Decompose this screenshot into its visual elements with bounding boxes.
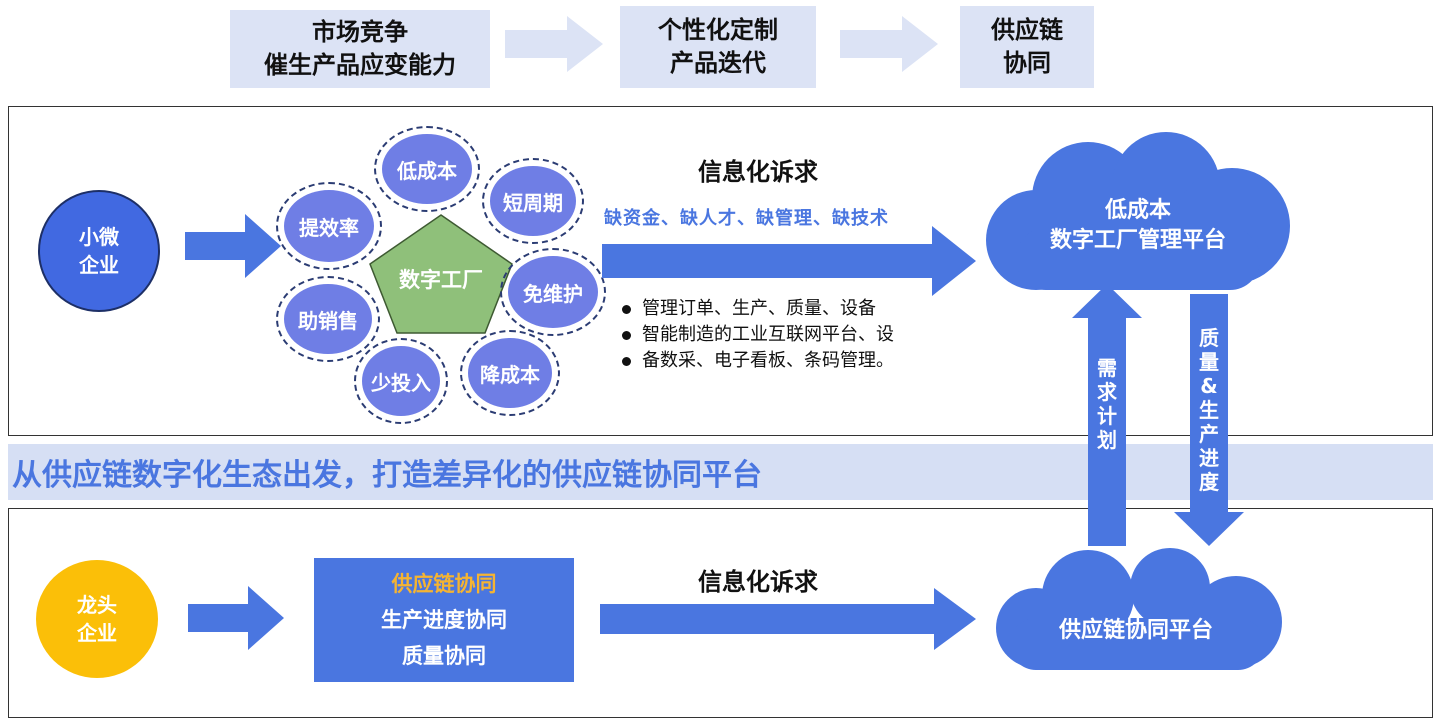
demand-plan-up-arrow <box>1072 284 1142 546</box>
lower-cloud <box>996 548 1282 670</box>
petal-reduce-cost-label: 降成本 <box>468 338 552 408</box>
leader-enterprise-arrow <box>188 586 284 650</box>
supply-chain-box-title: 供应链协同 <box>391 572 497 596</box>
petal-maintenance-free-label: 免维护 <box>508 256 598 328</box>
top-flow-step-2: 个性化定制 产品迭代 <box>620 6 816 88</box>
top-flow-step-3: 供应链 协同 <box>960 6 1094 88</box>
leader-enterprise-circle: 龙头 企业 <box>36 560 158 678</box>
petal-low-cost-label: 低成本 <box>382 134 472 204</box>
feature-bullet-2-cont: 备数采、电子看板、条码管理。 <box>620 348 960 374</box>
demand-plan-label: 需求计划 <box>1097 356 1117 452</box>
lower-heading: 信息化诉求 <box>698 568 818 596</box>
petal-maintenance-free: 免维护 <box>500 248 606 336</box>
top-flow-step-2-line1: 个性化定制 <box>658 16 778 44</box>
top-flow-step-2-line2: 产品迭代 <box>670 49 766 77</box>
feature-bullet-2: 智能制造的工业互联网平台、设 <box>620 322 960 348</box>
digital-factory-pentagon <box>369 214 513 334</box>
upper-cloud-line2: 数字工厂管理平台 <box>1049 228 1226 253</box>
upper-long-arrow <box>602 226 976 296</box>
small-enterprise-line2: 企业 <box>79 253 119 277</box>
petal-efficiency-label: 提效率 <box>284 190 374 262</box>
quality-progress-down-arrow <box>1174 294 1244 546</box>
upper-cloud-label: 低成本 数字工厂管理平台 <box>1006 196 1270 256</box>
top-flow-arrow-2 <box>840 16 938 72</box>
supply-chain-box-line2: 生产进度协同 <box>381 608 507 632</box>
top-flow-step-1: 市场竞争 催生产品应变能力 <box>230 10 490 88</box>
feature-bullets: 管理订单、生产、质量、设备 智能制造的工业互联网平台、设 备数采、电子看板、条码… <box>620 296 960 374</box>
petal-efficiency: 提效率 <box>276 182 382 270</box>
top-flow-step-3-line2: 协同 <box>1003 49 1051 77</box>
quality-progress-label: 质量&生产进度 <box>1199 326 1219 494</box>
feature-bullet-1: 管理订单、生产、质量、设备 <box>620 296 960 322</box>
digital-factory-label: 数字工厂 <box>399 268 483 292</box>
petal-reduce-cost: 降成本 <box>460 330 560 416</box>
petal-short-cycle: 短周期 <box>482 158 584 244</box>
upper-cloud <box>986 132 1290 290</box>
small-enterprise-circle: 小微 企业 <box>38 190 160 312</box>
petal-sales-label: 助销售 <box>284 284 372 354</box>
top-flow-step-1-line2: 催生产品应变能力 <box>264 51 456 79</box>
supply-chain-box-line3: 质量协同 <box>402 644 486 668</box>
petal-sales: 助销售 <box>276 276 380 362</box>
upper-cloud-line1: 低成本 <box>1104 198 1171 223</box>
petal-low-investment: 少投入 <box>354 338 448 424</box>
small-enterprise-arrow <box>185 214 281 278</box>
upper-heading: 信息化诉求 <box>698 158 818 186</box>
petal-short-cycle-label: 短周期 <box>490 166 576 236</box>
top-flow-step-3-line1: 供应链 <box>991 16 1063 44</box>
lower-long-arrow <box>600 588 976 650</box>
leader-enterprise-line1: 龙头 <box>77 593 117 617</box>
needs-text: 缺资金、缺人才、缺管理、缺技术 <box>604 208 889 229</box>
small-enterprise-line1: 小微 <box>79 225 119 249</box>
petal-low-cost: 低成本 <box>374 126 480 212</box>
lower-cloud-label: 供应链协同平台 <box>1058 618 1213 643</box>
petal-low-investment-label: 少投入 <box>362 346 440 416</box>
top-flow-arrow-1 <box>505 16 603 72</box>
top-flow-step-1-line1: 市场竞争 <box>312 18 408 46</box>
leader-enterprise-line2: 企业 <box>77 621 117 645</box>
supply-chain-box: 供应链协同 生产进度协同 质量协同 <box>314 558 574 682</box>
